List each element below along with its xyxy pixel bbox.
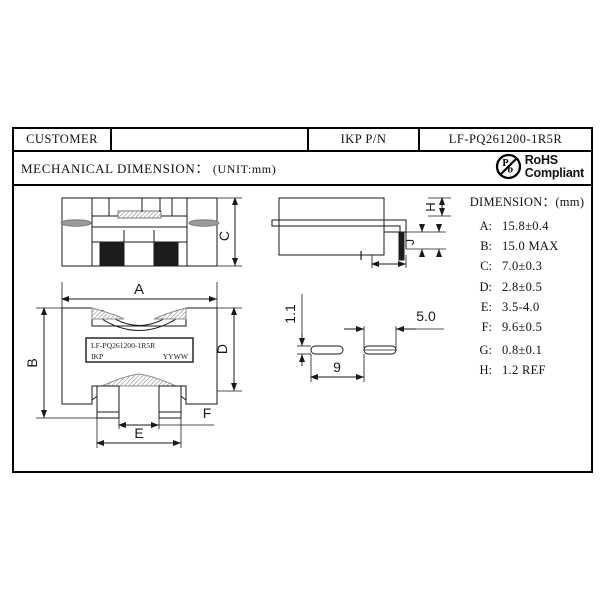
dimension-key-g: G: xyxy=(479,342,493,357)
dimension-row-g: G: 0.8±0.1 xyxy=(462,343,592,358)
dimension-C: C xyxy=(216,197,242,267)
land-pad-height-value: 1.1 xyxy=(282,304,298,324)
dimension-value-a: 15.8±0.4 xyxy=(502,219,549,233)
dimension-key-e: E: xyxy=(480,299,492,314)
rohs-compliant-badge: P b RoHS Compliant xyxy=(495,153,584,180)
dimension-row-c: C: 7.0±0.3 xyxy=(462,259,592,274)
dimension-value-f: 9.6±0.5 xyxy=(502,319,543,334)
drawing-canvas: C xyxy=(14,186,591,472)
dimension-H: H xyxy=(423,197,451,217)
dimension-value-d: 2.8±0.5 xyxy=(502,279,543,294)
dimension-D: D xyxy=(214,307,242,392)
dimension-key-c: C: xyxy=(480,259,492,274)
dimension-E: E xyxy=(96,418,182,448)
dimension-table-title: DIMENSION：(mm) xyxy=(469,195,585,209)
dimension-I: I xyxy=(359,248,407,268)
part-number-label: IKP P/N xyxy=(309,129,420,150)
view-land-pattern: 1.1 5.0 9 xyxy=(282,294,444,382)
pb-crossed-circle-icon: P b xyxy=(495,153,521,180)
land-pad-gap-value: 9 xyxy=(333,359,341,375)
callout-F: F xyxy=(203,405,212,421)
dimension-B: B xyxy=(24,307,97,419)
rohs-line-1: RoHS xyxy=(524,153,558,167)
svg-text:b: b xyxy=(507,165,513,176)
dimension-value-g: 0.8±0.1 xyxy=(502,342,543,357)
dimension-value-b: 15.0 MAX xyxy=(502,239,559,254)
dimension-row-b: B: 15.0 MAX xyxy=(462,239,592,254)
part-label-line-1: LF-PQ261200-1R5R xyxy=(91,341,156,350)
mechanical-dimension-text: MECHANICAL DIMENSION： xyxy=(21,161,209,176)
customer-label: CUSTOMER xyxy=(14,129,112,150)
dimension-value-c: 7.0±0.3 xyxy=(502,259,543,274)
dimension-key-a: A: xyxy=(479,219,493,233)
dimension-J: J xyxy=(403,224,446,257)
dimension-row-d: D: 2.8±0.5 xyxy=(462,280,592,295)
dimension-key-d: D: xyxy=(479,279,493,294)
customer-value-field[interactable] xyxy=(112,129,309,150)
rohs-line-2: Compliant xyxy=(524,165,585,180)
part-label-line-2-left: IKP xyxy=(91,352,103,361)
svg-text:P: P xyxy=(502,158,508,169)
callout-J: J xyxy=(403,239,417,245)
dimension-table: DIMENSION：(mm) A: 15.8±0.4 B: 15.0 MAX C… xyxy=(462,191,592,383)
mechanical-dimension-title: MECHANICAL DIMENSION： (UNIT:mm) xyxy=(21,158,276,177)
dimension-row-h: H: 1.2 REF xyxy=(462,363,592,378)
callout-H: H xyxy=(423,202,438,211)
dimension-row-e: E: 3.5-4.0 xyxy=(462,300,592,315)
rohs-text: RoHS Compliant xyxy=(524,153,585,180)
dimension-row-f: F: 9.6±0.5 xyxy=(462,320,592,335)
view-top-plan xyxy=(271,197,407,261)
header-row-title: MECHANICAL DIMENSION： (UNIT:mm) P b RoHS… xyxy=(14,152,591,186)
callout-C: C xyxy=(216,231,232,241)
dimension-key-f: F: xyxy=(481,319,492,334)
callout-E: E xyxy=(134,425,143,441)
callout-D: D xyxy=(214,344,230,354)
view-bottom-plan: LF-PQ261200-1R5R IKP YYWW xyxy=(61,307,218,419)
dimension-A: A xyxy=(61,281,218,308)
view-front-elevation xyxy=(60,197,220,267)
dimension-F: F xyxy=(118,405,214,429)
dimension-key-h: H: xyxy=(479,363,493,378)
land-pad-width-value: 5.0 xyxy=(416,308,436,324)
dimension-key-b: B: xyxy=(480,239,492,254)
callout-I: I xyxy=(359,248,363,263)
drawing-sheet: CUSTOMER IKP P/N LF-PQ261200-1R5R MECHAN… xyxy=(12,127,593,473)
callout-A: A xyxy=(134,281,144,298)
dimension-row-a: A: 15.8±0.4 xyxy=(462,219,592,234)
dimension-value-h: 1.2 REF xyxy=(502,363,546,378)
dimension-value-e: 3.5-4.0 xyxy=(502,299,540,314)
callout-B: B xyxy=(24,358,40,367)
part-number-value: LF-PQ261200-1R5R xyxy=(448,132,563,146)
header-row-part-number: CUSTOMER IKP P/N LF-PQ261200-1R5R xyxy=(14,129,591,152)
part-label-line-2-right: YYWW xyxy=(163,352,189,361)
unit-note: (UNIT:mm) xyxy=(212,162,277,176)
